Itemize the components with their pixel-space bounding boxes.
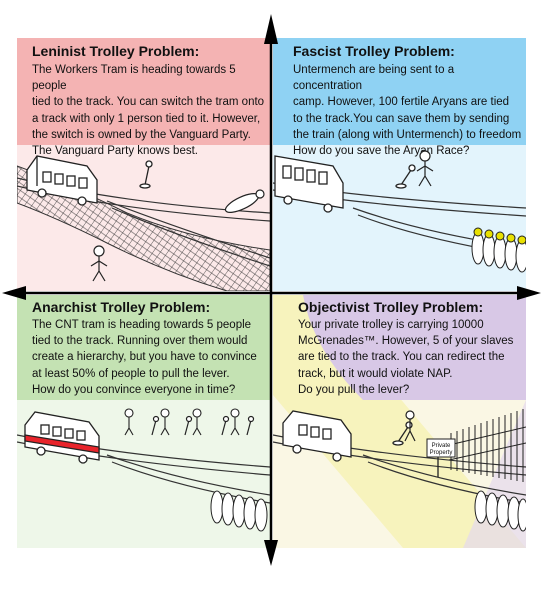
arrow-right-icon [517,286,541,300]
anarchist-text-line: The CNT tram is heading towards 5 people [32,319,252,331]
anarchist-text-line: How do you convince everyone in time? [32,383,236,396]
objectivist-text-line: are tied to the track. You can redirect … [298,351,505,364]
track-branch [106,454,270,496]
purple-header [273,295,526,400]
leninist-text: The Workers Tram is heading towards 5 pe… [32,62,270,159]
anarchist-text-line: at least 50% of people to pull the lever… [32,367,230,380]
objectivist-text-line: Do you pull the lever? [298,383,410,396]
objectivist-scene: Private Property [273,409,526,532]
cnt-tram-icon [24,411,100,464]
quadrant-leninist: Leninist Trolley Problem: The Workers Tr… [17,38,270,291]
objectivist-text-line: McGrenades™. However, 5 of your slaves [298,335,514,348]
leninist-text-line: the switch is owned by the Vanguard Part… [32,128,251,141]
arrow-up-icon [264,14,278,44]
quadrant-objectivist: Objectivist Trolley Problem: Your privat… [273,295,526,548]
tied-people-icon [471,227,526,273]
tied-people-icon [474,490,526,532]
tied-person-icon [224,189,265,213]
bystander-icon [404,410,416,442]
lever-icon [392,421,413,446]
lever-icon [139,160,153,189]
levers-icon [151,415,255,436]
arrow-down-icon [264,540,278,566]
anarchist-text-line: tied to the track. Running over them wou… [32,335,248,348]
objectivist-title: Objectivist Trolley Problem: [298,299,484,315]
objectivist-text: Your private trolley is carrying 10000 M… [298,317,513,398]
objectivist-text-line: Your private trolley is carrying 10000 [298,319,484,331]
trolley-icon [282,410,352,462]
anarchist-scene [17,408,270,532]
objectivist-text-line: track, but it would violate NAP. [298,367,453,380]
leninist-scene [17,155,270,291]
tram-icon [26,155,98,206]
sign-text-line2: Property [430,450,453,456]
tied-people-icon [210,490,268,532]
bystander-icon [416,150,434,187]
fascist-header-bg [273,38,526,145]
fascist-text-line: Untermench are being sent to a concentra… [293,64,455,93]
quadrant-anarchist: Anarchist Trolley Problem: The CNT tram … [17,295,270,548]
anarchist-text: The CNT tram is heading towards 5 people… [32,317,257,398]
anarchist-header-bg [17,295,270,400]
arrow-left-icon [2,286,26,300]
fascist-text-line: camp. However, 100 fertile Aryans are ti… [293,96,510,109]
bystanders-icon [124,408,240,436]
quadrant-fascist: Fascist Trolley Problem: Untermench are … [273,38,526,291]
anarchist-text-line: create a hierarchy, but you have to conv… [32,351,257,364]
fascist-text-line: to the track.You can save them by sendin… [293,112,510,125]
fence-icon [448,409,526,482]
track-branch [362,454,526,496]
bystander-icon [90,245,108,282]
objectivist-bg [273,295,526,548]
leninist-text-line: a track with only 1 person tied to it. H… [32,112,261,125]
lever-icon [395,164,416,189]
sign-text-line1: Private [432,443,451,449]
track-branch [111,207,270,267]
fascist-title: Fascist Trolley Problem: [293,43,455,59]
leninist-text-line: The Workers Tram is heading towards 5 pe… [32,64,236,93]
track-branch [106,200,270,259]
train-icon [274,155,344,213]
leninist-text-line: tied to the track. You can switch the tr… [32,96,265,109]
fascist-text: Untermench are being sent to a concentra… [293,62,526,159]
private-property-sign: Private Property [426,438,456,477]
leninist-title: Leninist Trolley Problem: [32,43,200,59]
leninist-text-line: The Vanguard Party knows best. [32,145,198,158]
leninist-header-bg [17,38,270,145]
anarchist-title: Anarchist Trolley Problem: [32,299,211,315]
fascist-scene [273,150,526,273]
fascist-text-line: the train (along with Untermench) to fre… [293,128,522,141]
